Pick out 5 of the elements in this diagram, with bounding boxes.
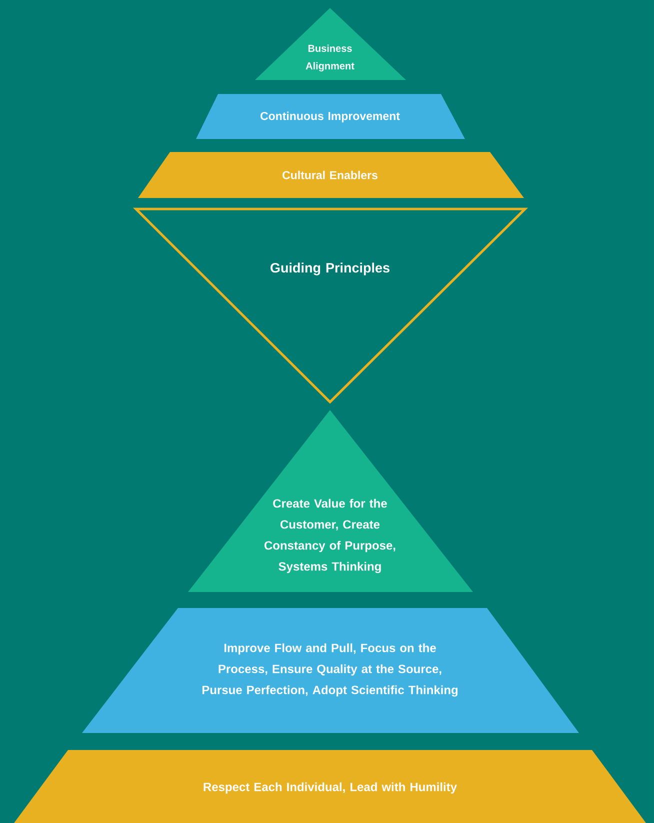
pyramid-tier: Business Alignment — [255, 8, 406, 80]
pyramid-tier: Cultural Enablers — [138, 152, 524, 198]
pyramid-tier: Create Value for the Customer, Create Constancy of Purpose, Systems Thinking — [188, 410, 473, 592]
pyramid-tier: Improve Flow and Pull, Focus on the Process, Ensure Quality at the Source, Pursue Perfection, Adopt Scientific Thinking — [82, 608, 579, 733]
pyramid-tier: Continuous Improvement — [196, 94, 465, 139]
